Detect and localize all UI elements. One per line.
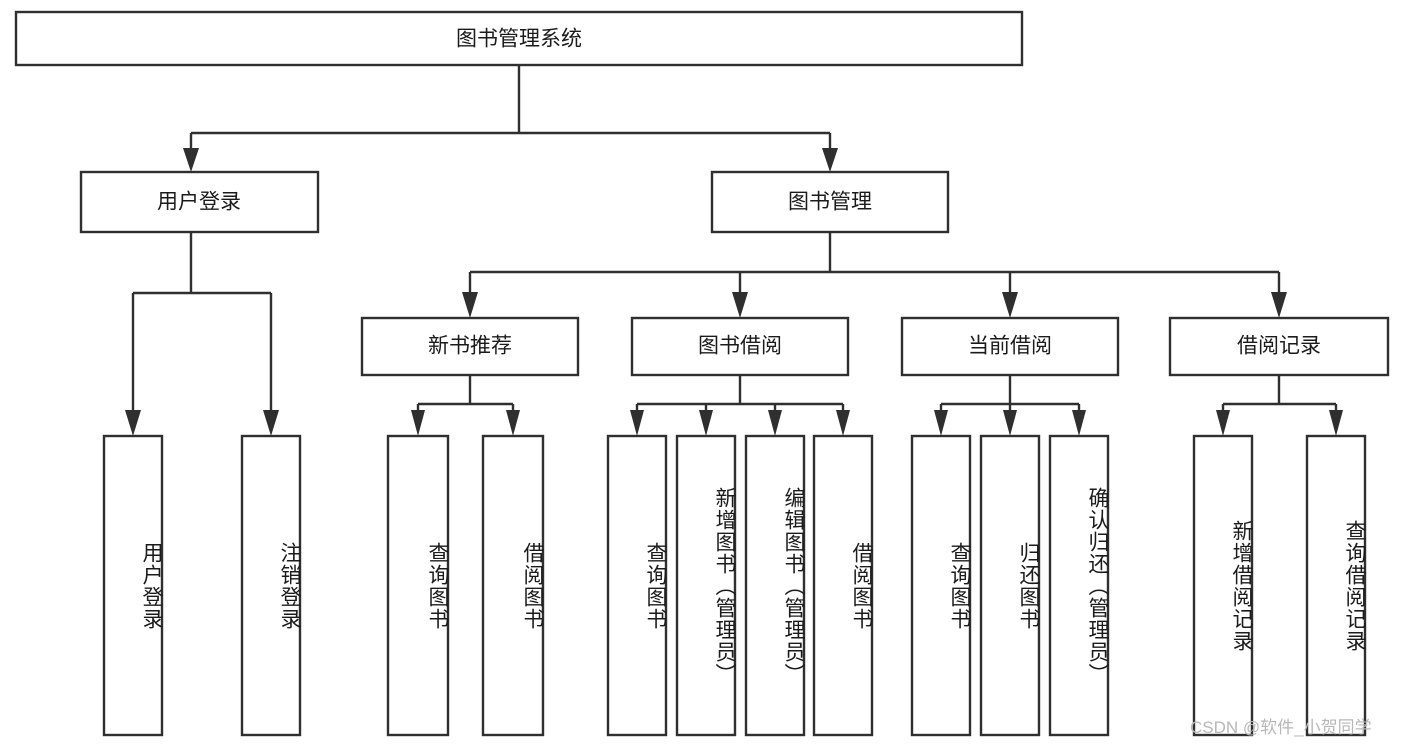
arrow-head-to-newbook xyxy=(462,292,478,318)
node-leaf-10-box[interactable] xyxy=(979,434,1041,737)
node-records-label: 借阅记录 xyxy=(1237,335,1321,358)
arrow-head-to-records xyxy=(1271,292,1287,318)
node-current-label: 当前借阅 xyxy=(968,335,1052,358)
node-leaf-11-box[interactable] xyxy=(1048,434,1110,737)
connector-records-branch xyxy=(1221,375,1338,412)
node-newbook[interactable]: 新书推荐 xyxy=(360,316,580,377)
arrow-head-to-leaf-4 xyxy=(506,410,520,436)
node-leaf-4-box[interactable] xyxy=(481,434,545,737)
node-leaf-5-box[interactable] xyxy=(606,434,668,737)
arrow-head-to-leaf-9 xyxy=(934,410,948,436)
connector-group-records-to-leaves xyxy=(1216,375,1343,436)
node-login[interactable]: 用户登录 xyxy=(79,170,320,234)
node-root-label: 图书管理系统 xyxy=(456,28,582,51)
arrow-head-to-leaf-12 xyxy=(1216,410,1230,436)
node-leaf-2-box[interactable] xyxy=(240,434,302,737)
arrow-head-to-leaf-13 xyxy=(1329,410,1343,436)
node-root[interactable]: 图书管理系统 xyxy=(14,10,1024,67)
node-borrow-label: 图书借阅 xyxy=(698,335,782,358)
connector-borrow-branch xyxy=(635,375,845,412)
arrow-head-to-leaf-10 xyxy=(1003,410,1017,436)
connector-group-current-to-leaves xyxy=(934,375,1086,436)
arrow-head-to-leaf-7 xyxy=(768,410,782,436)
node-login-box[interactable] xyxy=(79,170,320,234)
node-newbook-box[interactable] xyxy=(360,316,580,377)
connector-newbook-branch xyxy=(416,375,515,412)
node-leaf-3-box[interactable] xyxy=(386,434,450,737)
arrow-head-to-leaf-6 xyxy=(699,410,713,436)
arrow-head-to-login xyxy=(183,148,199,172)
node-bookmgmt-label: 图书管理 xyxy=(788,191,872,214)
arrow-head-to-leaf-3 xyxy=(411,410,425,436)
node-leaf-12-box[interactable] xyxy=(1192,434,1254,737)
node-records-box[interactable] xyxy=(1168,316,1390,377)
node-leaf-7-box[interactable] xyxy=(744,434,806,737)
connector-root-branch xyxy=(189,65,832,151)
node-current[interactable]: 当前借阅 xyxy=(900,316,1120,377)
arrow-head-to-leaf-1 xyxy=(125,410,141,436)
node-newbook-label: 新书推荐 xyxy=(428,335,512,358)
node-records[interactable]: 借阅记录 xyxy=(1168,316,1390,377)
connector-group-login-to-leaves xyxy=(125,232,279,436)
node-leaf-1-box[interactable] xyxy=(102,434,164,737)
node-bookmgmt-box[interactable] xyxy=(710,170,950,234)
connector-login-branch xyxy=(131,232,273,412)
arrow-head-to-leaf-2 xyxy=(263,410,279,436)
node-bookmgmt[interactable]: 图书管理 xyxy=(710,170,950,234)
node-leaf-8-box[interactable] xyxy=(812,434,874,737)
node-leaf-13-box[interactable] xyxy=(1305,434,1367,737)
connector-group-newbook-to-leaves xyxy=(411,375,520,436)
node-leaf-6-box[interactable] xyxy=(675,434,737,737)
node-borrow-box[interactable] xyxy=(630,316,850,377)
arrow-head-to-borrow xyxy=(732,292,748,318)
csdn-watermark: CSDN @软件_小贺同学 xyxy=(1190,718,1372,737)
node-root-box[interactable] xyxy=(14,10,1024,67)
node-login-label: 用户登录 xyxy=(157,191,241,214)
arrow-head-to-current xyxy=(1002,292,1018,318)
node-current-box[interactable] xyxy=(900,316,1120,377)
connector-current-branch xyxy=(939,375,1081,412)
arrow-head-to-leaf-8 xyxy=(836,410,850,436)
connector-bookmgmt-branch xyxy=(468,232,1281,292)
connector-group-root-to-level2 xyxy=(183,65,838,172)
arrow-head-to-leaf-5 xyxy=(630,410,644,436)
node-leaf-9-box[interactable] xyxy=(910,434,972,737)
arrow-head-to-leaf-11 xyxy=(1072,410,1086,436)
connector-group-borrow-to-leaves xyxy=(630,375,850,436)
node-borrow[interactable]: 图书借阅 xyxy=(630,316,850,377)
arrow-head-to-bookmgmt xyxy=(822,148,838,172)
connector-group-bookmgmt-to-level3 xyxy=(462,232,1287,318)
